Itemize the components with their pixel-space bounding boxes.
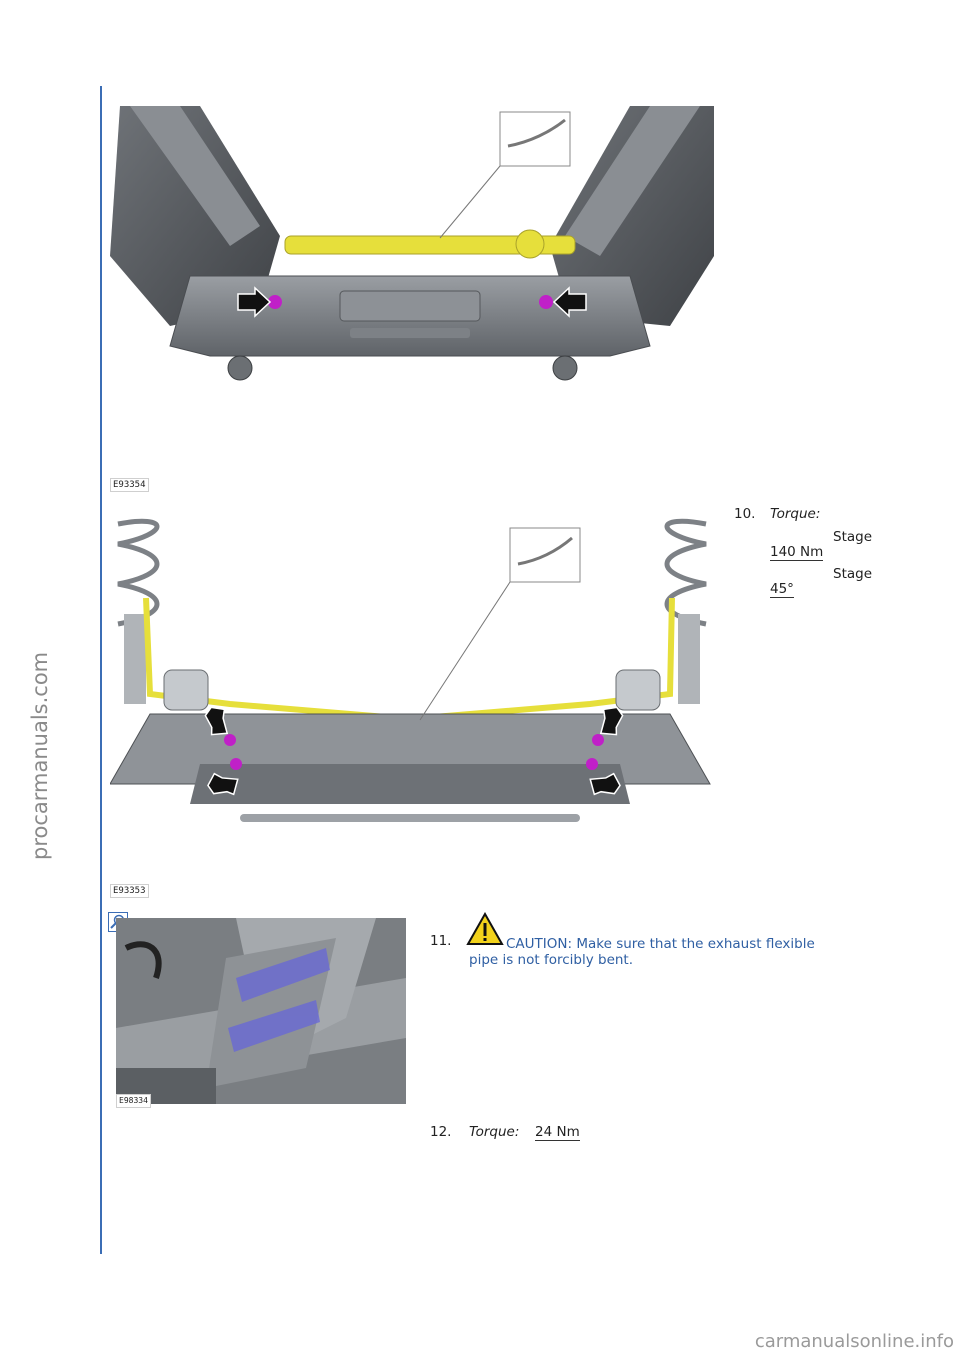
step-number: 12. (430, 1124, 452, 1140)
stage-label: Stage (833, 566, 873, 581)
warning-icon (466, 911, 504, 946)
torque-label: Torque: (469, 1124, 520, 1140)
footer-watermark: carmanualsonline.info (754, 1331, 954, 1352)
torque-value: 140 Nm (770, 544, 824, 561)
figure-exhaust (116, 918, 406, 1104)
side-watermark-text: procarmanuals.com (28, 651, 52, 860)
subframe-front-illustration (110, 106, 714, 381)
exhaust-illustration (116, 918, 406, 1104)
subframe-rear-illustration (110, 518, 711, 822)
torque-value: 24 Nm (535, 1124, 580, 1141)
margin-rule (100, 86, 102, 1254)
figure-subframe-rear (110, 514, 714, 840)
caution-text: CAUTION: Make sure that the exhaust flex… (506, 936, 815, 951)
side-watermark: procarmanuals.com (2, 560, 52, 860)
step-number: 11. (430, 933, 452, 949)
figure-code: E98334 (116, 1094, 151, 1108)
figure-subframe-front (110, 106, 714, 496)
stage-label: Stage (833, 529, 873, 544)
figure-code: E93354 (110, 478, 149, 492)
torque-label: Torque: (770, 506, 821, 522)
angle-value: 45° (770, 581, 794, 598)
caution-text-line2: pipe is not forcibly bent. (469, 952, 634, 968)
figure-code: E93353 (110, 884, 149, 898)
step-number: 10. (734, 506, 756, 522)
